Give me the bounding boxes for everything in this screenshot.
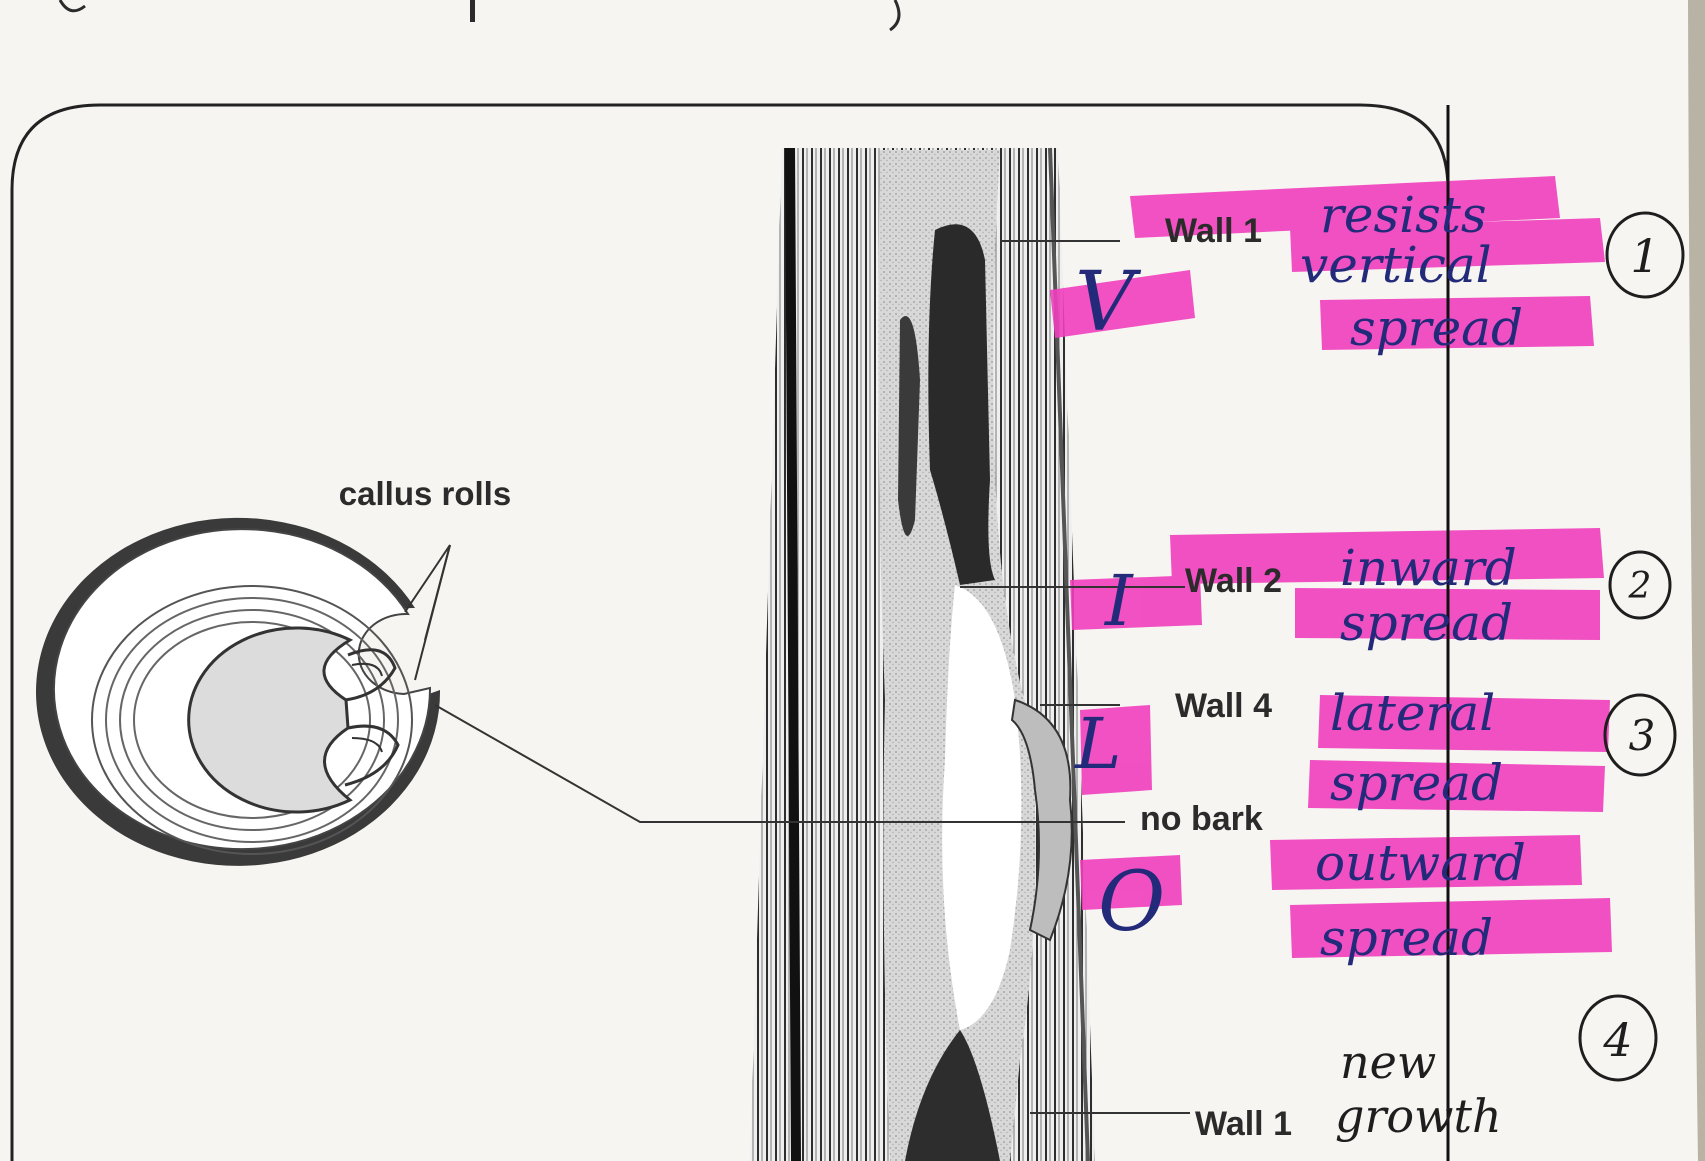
handwritten-vertical: vertical: [1300, 236, 1492, 294]
wall4-label: Wall 4: [1175, 687, 1272, 725]
callus-rolls-label: callus rolls: [339, 475, 511, 512]
handwritten-inward: inward: [1340, 539, 1517, 597]
handwritten-i: I: [1103, 560, 1134, 642]
circled-number-4: 4: [1580, 996, 1656, 1080]
no-bark-label: no bark: [1140, 800, 1263, 838]
handwritten-spread-3: spread: [1330, 754, 1503, 812]
tree-trunk: [750, 148, 1095, 1161]
handwritten-o: O: [1098, 855, 1165, 950]
circled-number-2: 2: [1610, 552, 1670, 618]
trunk-cross-section: [36, 518, 440, 866]
handwritten-spread-2: spread: [1340, 594, 1513, 652]
handwritten-spread-4: spread: [1320, 909, 1493, 967]
circled-number-1: 1: [1607, 213, 1683, 297]
facing-page-edge: [1688, 0, 1705, 1161]
wall1-top-label: Wall 1: [1165, 212, 1262, 250]
circled-number-3: 3: [1605, 695, 1675, 775]
callus-rolls-pointers: [405, 545, 450, 680]
handwritten-l: L: [1073, 703, 1121, 785]
wall2-label: Wall 2: [1185, 562, 1282, 600]
cropped-text-fragments: [60, 0, 899, 30]
svg-text:1: 1: [1630, 229, 1659, 283]
svg-text:3: 3: [1629, 711, 1656, 760]
wall1-bottom-label: Wall 1: [1195, 1105, 1292, 1143]
svg-text:2: 2: [1628, 566, 1652, 607]
handwritten-outward: outward: [1315, 834, 1526, 892]
handwritten-lateral: lateral: [1330, 684, 1495, 742]
handwritten-spread-1: spread: [1350, 299, 1523, 357]
handwritten-new: new: [1340, 1035, 1436, 1089]
handwritten-growth: growth: [1335, 1089, 1502, 1143]
svg-text:4: 4: [1602, 1013, 1632, 1067]
handwritten-v: V: [1075, 255, 1142, 350]
